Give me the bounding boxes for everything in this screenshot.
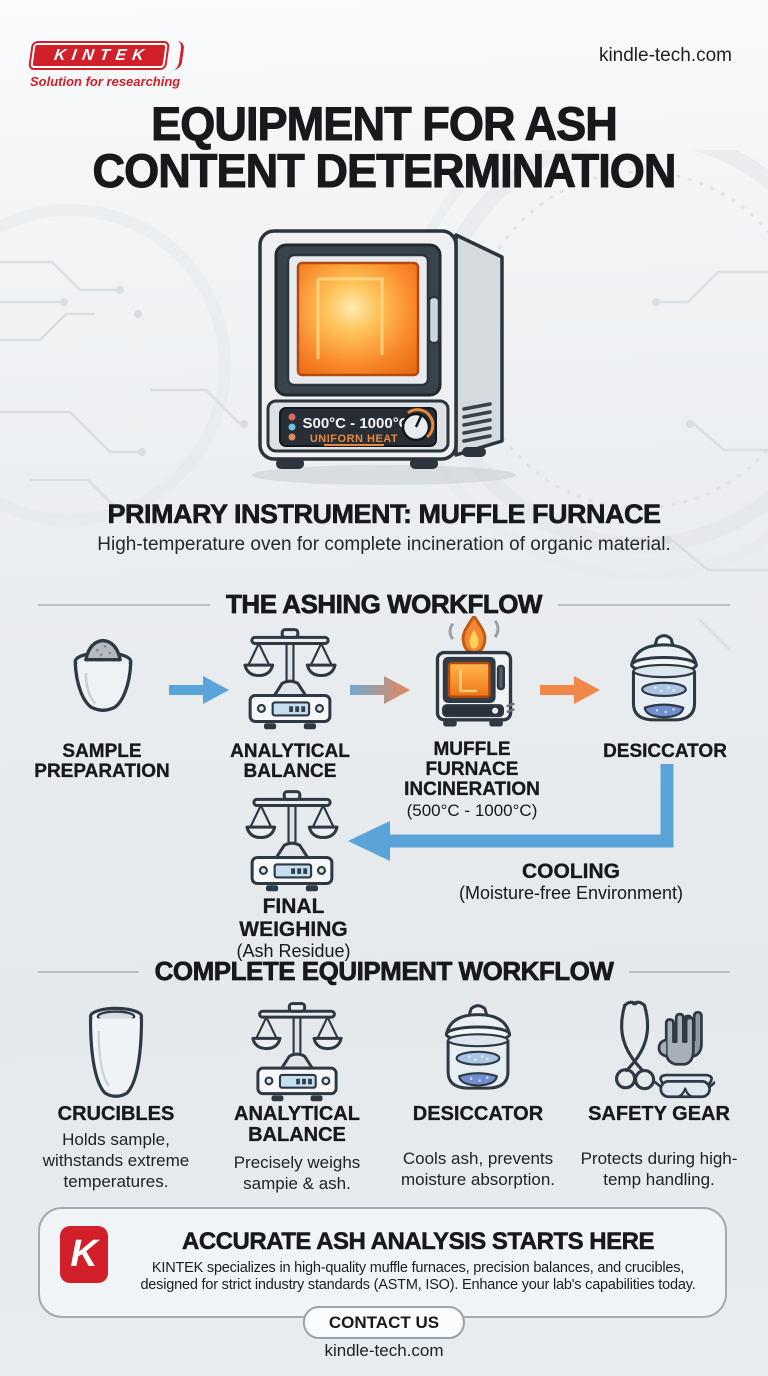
cta-title: ACCURATE ASH ANALYSIS STARTS HERE — [182, 1228, 655, 1256]
step-sublabel-temp-range: (500°C - 1000°C) — [406, 801, 538, 820]
page-title-line1: EQUIPMENT FOR ASH — [151, 97, 619, 150]
muffle-furnace-flame-icon — [435, 616, 515, 727]
step-label-desiccator: DESICCATOR — [603, 741, 727, 762]
final-weighing-label-block: FINAL WEIGHING (Ash Residue) — [206, 895, 381, 962]
crucible-sample-icon — [73, 638, 133, 712]
contact-us-button[interactable]: CONTACT US — [302, 1306, 466, 1339]
furnace-display-label: UNIFORN HEAT — [310, 433, 398, 445]
crucible-icon — [88, 1006, 144, 1098]
cooling-sublabel: (Moisture-free Environment) — [458, 883, 684, 903]
page-title-line2: CONTENT DETERMINATION — [92, 144, 677, 197]
divider-line — [629, 970, 730, 973]
k-badge-icon: K — [60, 1226, 108, 1283]
ashing-workflow-title: THE ASHING WORKFLOW — [226, 589, 543, 620]
cta-banner — [38, 1207, 727, 1318]
equipment-desc-safety-gear: Protects during high-temp handling. — [580, 1149, 738, 1189]
equipment-name-safety-gear: SAFETY GEAR — [588, 1103, 730, 1125]
analytical-balance-icon — [243, 628, 337, 731]
step-label-analytical-balance: ANALYTICAL BALANCE — [230, 741, 350, 782]
analytical-balance-icon — [251, 1002, 343, 1103]
elbow-arrow-icon — [348, 764, 674, 861]
final-weighing-sublabel: (Ash Residue) — [236, 941, 351, 961]
kintek-logo-text: KINTEK — [53, 46, 152, 64]
kintek-logo-swoosh — [169, 41, 186, 70]
divider-line — [38, 603, 211, 606]
arrow-right-icon — [540, 676, 600, 704]
kintek-logo: KINTEK — [27, 41, 171, 70]
safety-gear-icon — [614, 1000, 715, 1099]
cta-body: KINTEK specializes in high-quality muffl… — [122, 1260, 714, 1294]
divider-line — [557, 603, 731, 606]
step-label-sample-preparation: SAMPLE PREPARATION — [34, 741, 170, 782]
cooling-label: COOLING — [522, 860, 620, 883]
step-label-muffle-furnace: MUFFLE FURNACE INCINERATION (500°C - 100… — [402, 739, 542, 821]
equipment-desc-crucibles: Holds sample, withstands extreme tempera… — [42, 1130, 190, 1191]
divider-line — [38, 970, 139, 973]
website-link-top: kindle-tech.com — [598, 45, 732, 66]
website-link-bottom: kindle-tech.com — [324, 1341, 444, 1360]
page-title: EQUIPMENT FOR ASH CONTENT DETERMINATION — [15, 97, 752, 197]
cta-body-line2: designed for strict industry standards (… — [140, 1277, 696, 1293]
primary-instrument-title: PRIMARY INSTRUMENT: MUFFLE FURNACE — [107, 499, 661, 530]
arrow-right-gradient-icon — [350, 676, 410, 704]
equipment-workflow-title: COMPLETE EQUIPMENT WORKFLOW — [154, 956, 614, 987]
cta-text-block: ACCURATE ASH ANALYSIS STARTS HERE KINTEK… — [122, 1228, 714, 1294]
final-weighing-balance-icon — [245, 790, 339, 893]
muffle-furnace-illustration: S00°C - 1000°C UNIFORN HEAT — [252, 229, 516, 485]
cta-body-line1: KINTEK specializes in high-quality muffl… — [151, 1260, 685, 1276]
desiccator-icon — [444, 1004, 512, 1090]
equipment-name-desiccator: DESICCATOR — [412, 1103, 544, 1125]
ashing-workflow-header: THE ASHING WORKFLOW — [38, 589, 731, 620]
logo-tagline: Solution for researching — [30, 74, 181, 89]
furnace-display-temp: S00°C - 1000°C — [302, 415, 409, 432]
cooling-label-block: COOLING (Moisture-free Environment) — [440, 860, 702, 904]
final-weighing-label: FINAL WEIGHING — [239, 895, 348, 941]
desiccator-icon — [630, 634, 698, 722]
equipment-name-analytical-balance: ANALYTICAL BALANCE — [234, 1103, 360, 1146]
primary-instrument-subtitle: High-temperature oven for complete incin… — [97, 534, 671, 555]
equipment-workflow-header: COMPLETE EQUIPMENT WORKFLOW — [38, 956, 730, 987]
equipment-name-crucibles: CRUCIBLES — [57, 1103, 175, 1125]
arrow-right-icon — [169, 676, 229, 704]
equipment-desc-desiccator: Cools ash, prevents moisture absorption. — [400, 1149, 556, 1189]
equipment-desc-analytical-balance: Precisely weighs sampie & ash. — [233, 1153, 361, 1193]
